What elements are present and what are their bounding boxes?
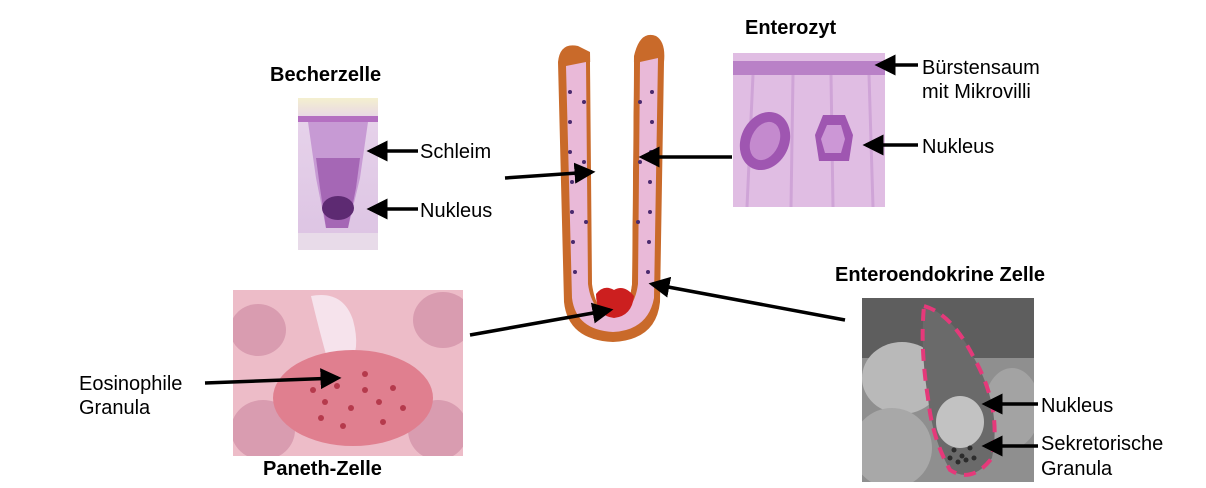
arrow-paneth-to-crypt [470,310,610,335]
arrow-enteroendocrine-to-crypt [652,284,845,320]
arrow-crypt-to-goblet [505,172,592,178]
arrow-eosinophil [205,378,338,383]
